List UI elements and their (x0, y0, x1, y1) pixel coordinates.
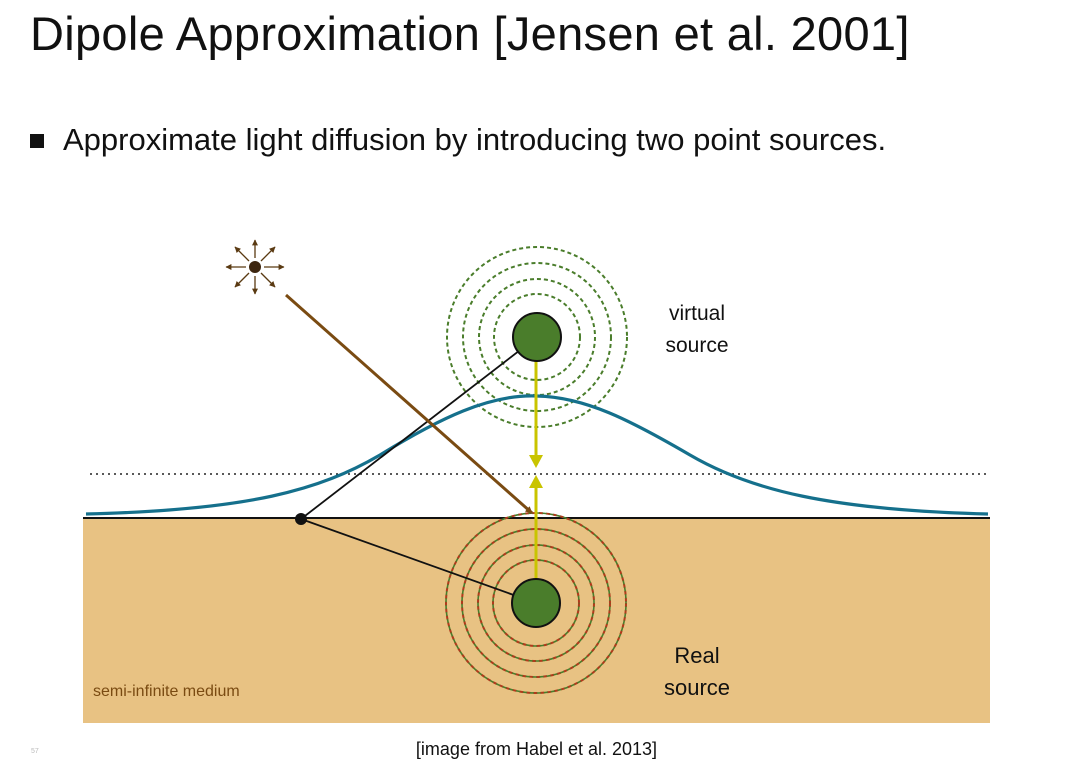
medium-label: semi-infinite medium (93, 683, 240, 700)
light-source-icon (225, 239, 285, 295)
image-caption: [image from Habel et al. 2013] (415, 739, 658, 759)
real-source-label-line2: source (664, 675, 730, 700)
bullet-text: Approximate light diffusion by introduci… (63, 122, 887, 157)
dipole-axis (529, 360, 543, 582)
bullet-square-icon (30, 134, 44, 148)
real-source-label-line1: Real (674, 643, 719, 668)
line-to-virtual-source (300, 336, 538, 520)
line-to-real-source (300, 518, 537, 604)
slide-number: 57 (31, 748, 39, 755)
virtual-ring-4 (493, 293, 581, 381)
slide-title: Dipole Approximation [Jensen et al. 2001… (30, 7, 910, 60)
virtual-source-label-line1: virtual (669, 302, 725, 325)
surface-point (295, 513, 307, 525)
virtual-source-disc (512, 312, 562, 362)
real-source-disc (511, 578, 561, 628)
incident-light-ray (285, 293, 533, 515)
virtual-ring-3 (478, 278, 596, 396)
virtual-ring-2 (462, 262, 612, 412)
bullet-item: Approximate light diffusion by introduci… (30, 122, 886, 158)
virtual-source-label-line2: source (665, 334, 728, 357)
